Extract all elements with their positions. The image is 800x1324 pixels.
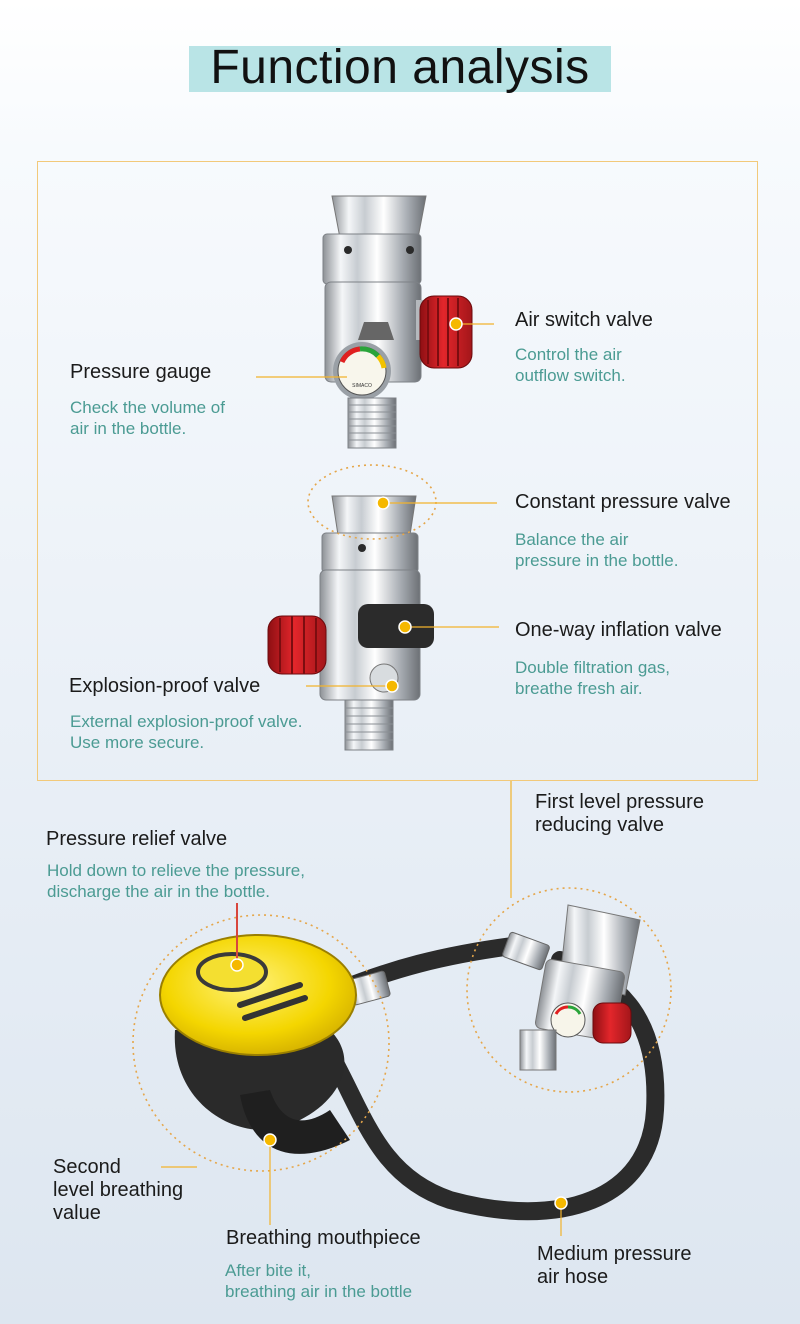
yellow-cover	[159, 934, 357, 1056]
air-switch-label: Air switch valve	[515, 309, 653, 331]
air-switch-desc: Control the air outflow switch.	[515, 345, 626, 385]
mouthpiece-desc: After bite it, breathing air in the bott…	[225, 1261, 413, 1301]
page-title: Function analysis	[210, 41, 590, 94]
first-level-valve-label: First level pressure reducing valve	[535, 791, 704, 836]
second-level-label: Second level breathing value	[53, 1156, 184, 1224]
hose-loop	[291, 951, 665, 1221]
pressure-gauge-desc: Check the volume of air in the bottle.	[70, 398, 225, 438]
pressure-relief-label: Pressure relief valve	[46, 828, 228, 850]
callout-dots	[230, 317, 568, 1210]
gauge-brand-text: SIMACO	[352, 383, 372, 389]
second-stage-body	[174, 1030, 345, 1130]
explosion-proof-desc: External explosion-proof valve. Use more…	[70, 712, 303, 752]
constant-pressure-desc: Balance the air pressure in the bottle.	[515, 530, 679, 570]
first-stage-body	[519, 904, 641, 1071]
pressure-relief-desc: Hold down to relieve the pressure, disch…	[47, 861, 305, 901]
one-way-inflation-label: One-way inflation valve	[515, 619, 722, 641]
mouthpiece-label: Breathing mouthpiece	[226, 1227, 421, 1249]
air-switch-valve-assembly: SIMACO	[322, 195, 473, 449]
pressure-gauge-label: Pressure gauge	[70, 361, 212, 383]
constant-pressure-valve-assembly	[267, 495, 434, 751]
regulator-assembly	[159, 904, 665, 1221]
explosion-proof-label: Explosion-proof valve	[69, 675, 261, 697]
purge-button	[196, 952, 268, 992]
first-stage-highlight	[466, 887, 672, 1093]
valve-frame	[37, 161, 758, 781]
second-stage-highlight	[132, 914, 390, 1172]
title-background	[189, 46, 611, 92]
one-way-inflation-desc: Double filtration gas, breathe fresh air…	[515, 658, 670, 698]
air-hose-label: Medium pressure air hose	[537, 1243, 692, 1288]
constant-pressure-highlight	[307, 464, 437, 540]
constant-pressure-label: Constant pressure valve	[515, 491, 731, 513]
